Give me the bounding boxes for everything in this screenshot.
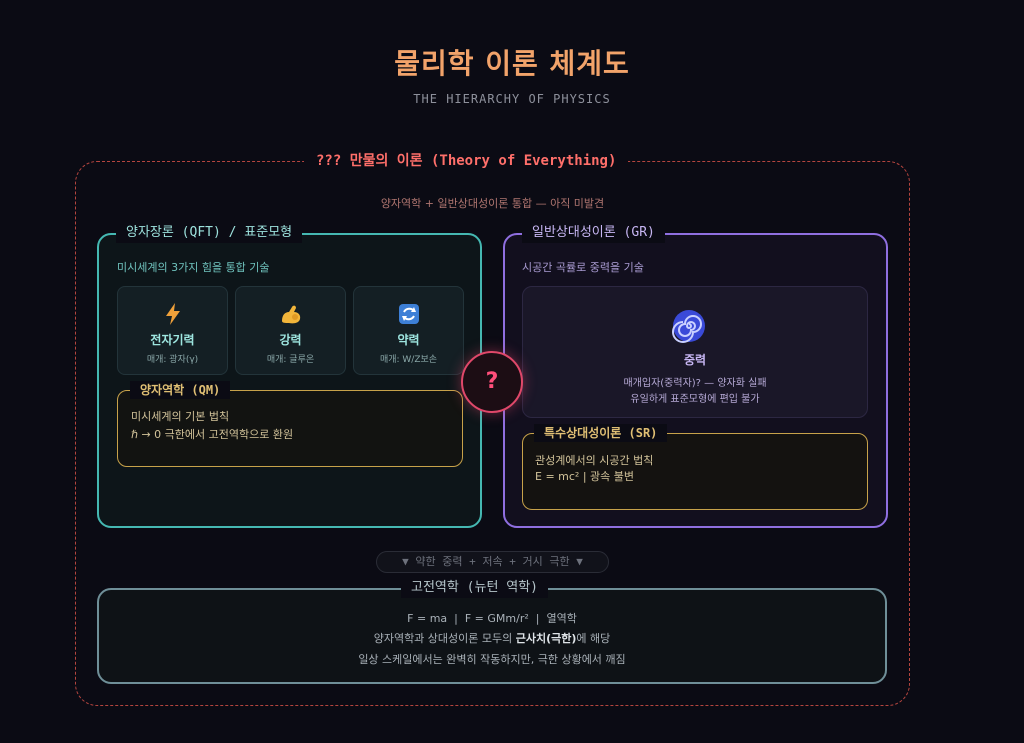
- force-carrier: 매개: 글루온: [266, 355, 315, 365]
- sr-formula: E = mc² | 광속 불변: [535, 470, 635, 483]
- qm-description: 미시세계의 기본 법칙: [131, 410, 230, 423]
- flexed-arm-icon: [236, 301, 345, 327]
- force-carrier: 매개: W/Z보손: [379, 355, 438, 365]
- cycle-arrows-icon: [354, 301, 463, 327]
- sr-description: 관성계에서의 시공간 법칙: [535, 454, 654, 467]
- lightning-icon: [118, 301, 227, 327]
- gravity-name: 중력: [683, 353, 707, 367]
- classical-formulas: F = ma | F = GMm/r² | 열역학: [407, 612, 577, 625]
- gravity-carrier-text: 매개입자(중력자)? — 양자화 실패: [623, 378, 767, 389]
- classical-approx-post: 에 해당: [576, 632, 611, 645]
- force-name: 약력: [397, 333, 420, 347]
- qft-label: 양자장론 (QFT) / 표준모형: [116, 223, 303, 243]
- force-card-electromagnetic: 전자기력 매개: 광자(γ): [117, 286, 228, 375]
- qft-description: 미시세계의 3가지 힘을 통합 기술: [117, 261, 270, 274]
- qm-limit-text: ℏ → 0 극한에서 고전역학으로 환원: [131, 428, 294, 441]
- classical-approx-pre: 양자역학과 상대성이론 모두의: [373, 632, 516, 645]
- force-card-weak: 약력 매개: W/Z보손: [353, 286, 464, 375]
- gravity-card: [522, 286, 868, 418]
- classical-box: [97, 588, 887, 684]
- force-name: 강력: [279, 333, 302, 347]
- toe-label: ??? 만물의 이론 (Theory of Everything): [304, 150, 629, 172]
- limit-condition-pill: ▼ 약한 중력 + 저속 + 거시 극한 ▼: [376, 551, 609, 573]
- qm-box: [117, 390, 463, 467]
- unknown-link-circle: ?: [461, 351, 523, 413]
- qm-label: 양자역학 (QM): [130, 381, 231, 399]
- classical-label: 고전역학 (뉴턴 역학): [401, 578, 548, 598]
- gr-label: 일반상대성이론 (GR): [522, 223, 665, 243]
- sr-label: 특수상대성이론 (SR): [534, 424, 668, 442]
- page-title: 물리학 이론 체계도: [394, 47, 630, 80]
- classical-approximation-text: 양자역학과 상대성이론 모두의 근사치(극한)에 해당: [97, 630, 887, 646]
- spiral-icon: [670, 308, 708, 344]
- page-subtitle: THE HIERARCHY OF PHYSICS: [413, 92, 611, 106]
- classical-approx-highlight: 근사치(극한): [515, 632, 577, 645]
- toe-description: 양자역학 + 일반상대성이론 통합 — 아직 미발견: [380, 197, 605, 210]
- gr-description: 시공간 곡률로 중력을 기술: [522, 261, 644, 274]
- classical-limit-text: 일상 스케일에서는 완벽히 작동하지만, 극한 상황에서 깨짐: [358, 653, 626, 666]
- force-card-strong: 강력 매개: 글루온: [235, 286, 346, 375]
- force-carrier: 매개: 광자(γ): [146, 355, 199, 365]
- sr-box: [522, 433, 868, 510]
- force-name: 전자기력: [150, 333, 195, 347]
- gravity-note: 유일하게 표준모형에 편입 불가: [630, 394, 760, 405]
